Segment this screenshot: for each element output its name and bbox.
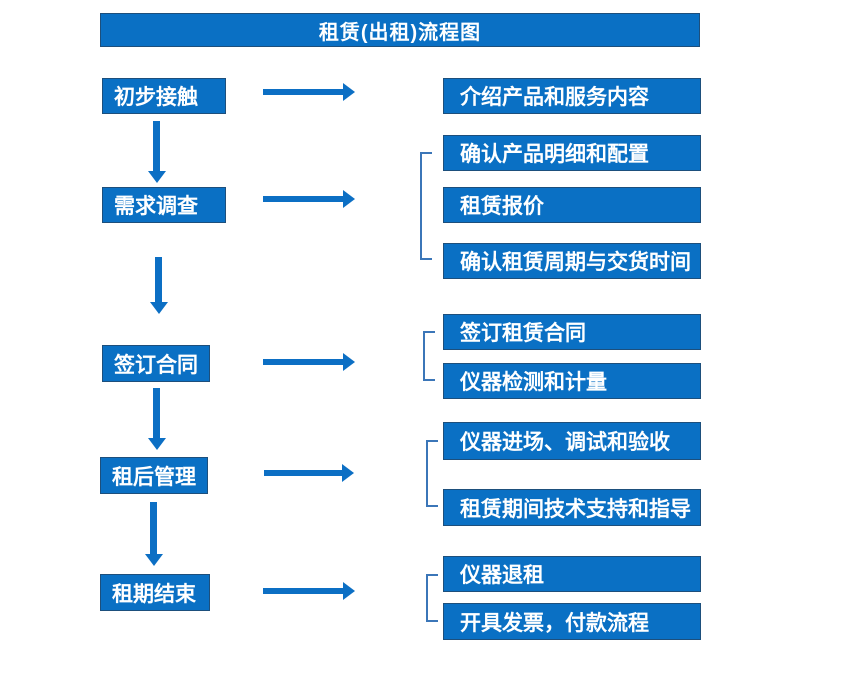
detail-box-invoice-payment: 开具发票，付款流程: [443, 603, 701, 640]
arrow-down-icon: [153, 121, 160, 171]
detail-box-tech-support: 租赁期间技术支持和指导: [443, 489, 701, 526]
flowchart-title: 租赁(出租)流程图: [100, 13, 700, 47]
arrow-right-icon: [264, 470, 342, 476]
group-bracket-icon: [426, 440, 438, 507]
group-bracket-icon: [423, 331, 435, 381]
arrow-right-icon: [263, 588, 343, 594]
arrow-right-icon: [263, 89, 343, 95]
detail-box-instrument-setup: 仪器进场、调试和验收: [443, 422, 701, 460]
step-box-post-rental-mgmt: 租后管理: [100, 457, 208, 494]
detail-box-confirm-product-spec: 确认产品明细和配置: [443, 135, 701, 171]
step-box-initial-contact: 初步接触: [102, 78, 226, 114]
detail-box-rental-quote: 租赁报价: [443, 187, 701, 223]
arrow-right-icon: [263, 359, 343, 365]
arrow-down-icon: [155, 257, 162, 302]
detail-box-instrument-return: 仪器退租: [443, 556, 701, 592]
detail-box-introduce-products: 介绍产品和服务内容: [443, 78, 701, 114]
arrow-down-icon: [153, 388, 160, 438]
arrow-right-icon: [263, 196, 343, 202]
detail-box-sign-rental-contract: 签订租赁合同: [443, 314, 701, 350]
group-bracket-icon: [420, 152, 432, 260]
step-box-sign-contract: 签订合同: [102, 345, 210, 382]
group-bracket-icon: [426, 574, 438, 622]
detail-box-confirm-period: 确认租赁周期与交货时间: [443, 243, 701, 279]
arrow-down-icon: [150, 502, 157, 554]
step-box-demand-survey: 需求调查: [102, 187, 226, 223]
detail-box-instrument-testing: 仪器检测和计量: [443, 363, 701, 399]
step-box-rental-end: 租期结束: [100, 574, 210, 611]
